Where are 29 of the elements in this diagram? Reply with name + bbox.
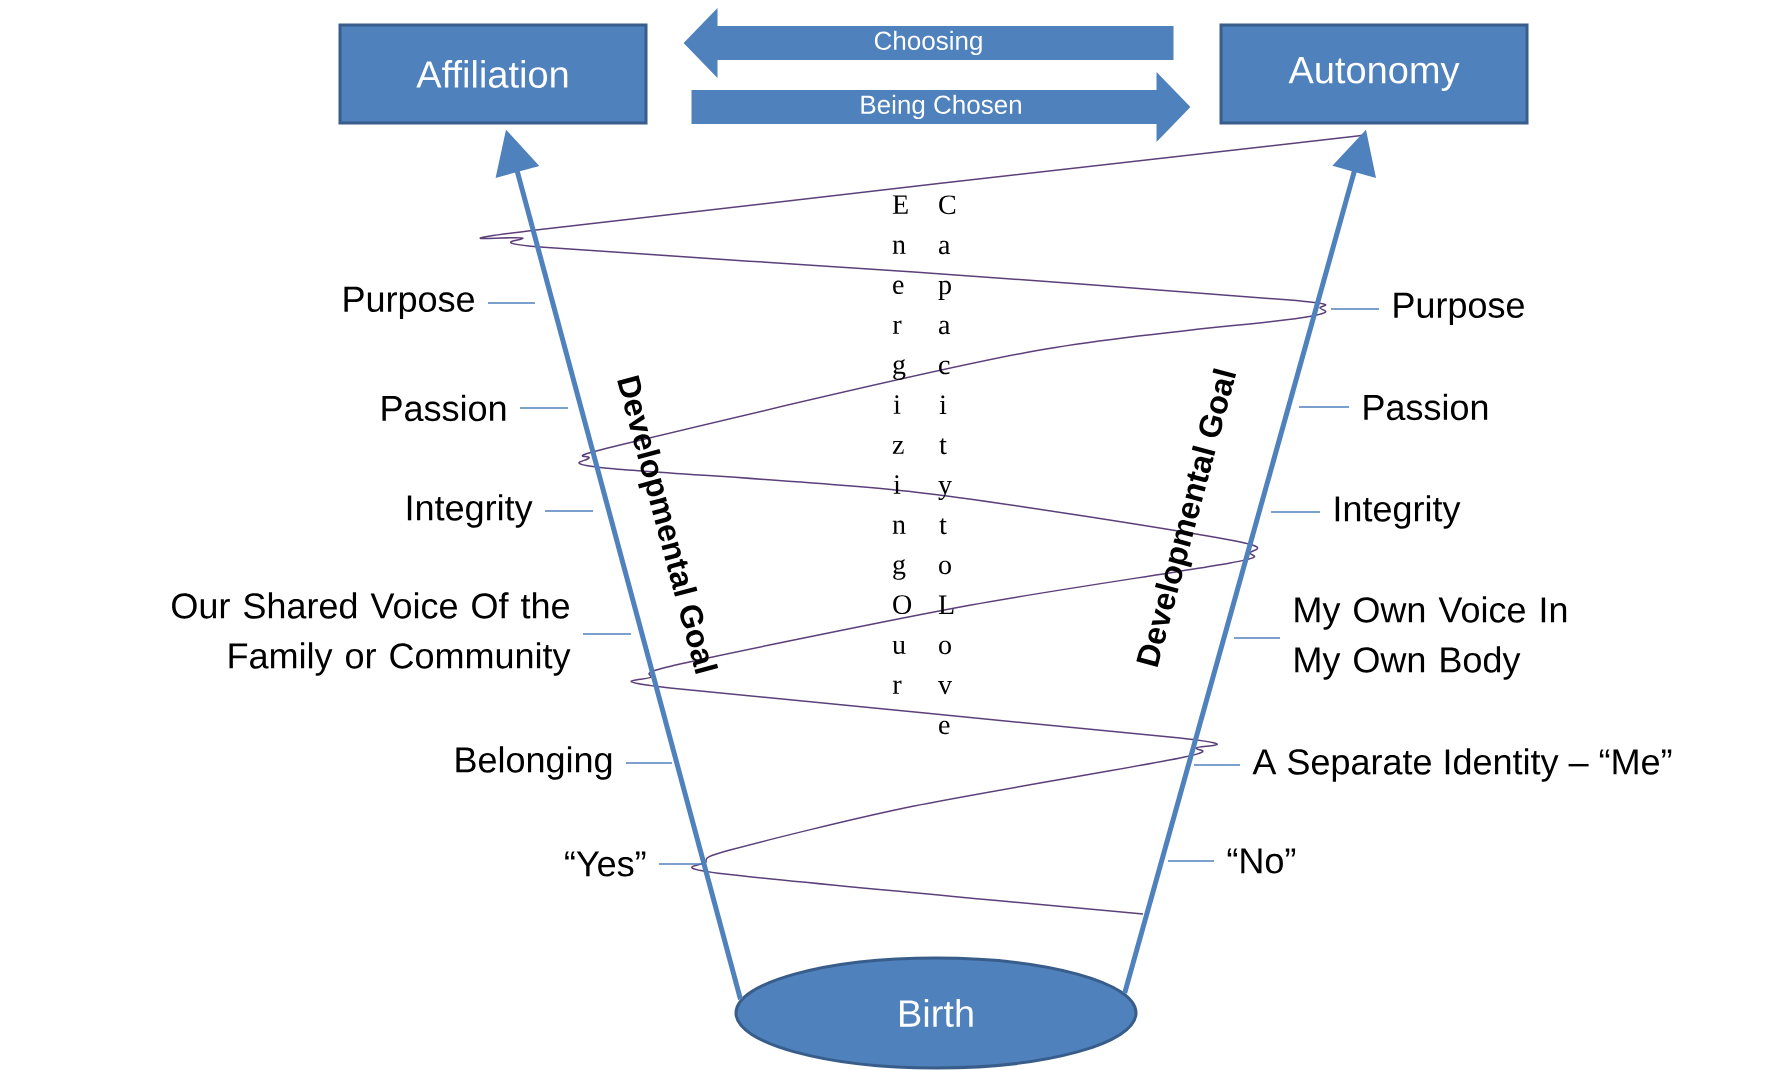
stage-label: My Own Voice In My Own Body [1295, 596, 1567, 680]
stage-label: Passion [1364, 393, 1488, 421]
stage-label: Passion [382, 394, 506, 422]
stage-label: A Separate Identity – “Me” [1252, 748, 1672, 782]
leader-line [1330, 308, 1380, 310]
label-box: Autonomy [1219, 23, 1529, 125]
stage-label: Belonging [456, 746, 612, 780]
leader-line [1233, 637, 1281, 639]
stage-label: Purpose [344, 286, 474, 320]
edge-label: Choosing [874, 30, 982, 56]
leader-line [582, 633, 632, 635]
leader-line [519, 407, 569, 409]
stage-label: Purpose [1394, 292, 1524, 326]
leader-line [1270, 511, 1321, 513]
edge-label: Being Chosen [861, 94, 1021, 120]
stage-label: Our Shared Voice Of the Family or Community [172, 592, 571, 676]
vertical-text: Energizing Our [892, 195, 912, 694]
leader-line [1298, 406, 1350, 408]
leader-line [544, 510, 594, 512]
leader-line [1193, 764, 1241, 766]
leader-line [1167, 860, 1215, 862]
leader-line [487, 302, 536, 304]
stage-label: Integrity [1335, 495, 1461, 529]
stage-label: Integrity [407, 494, 533, 528]
leader-line [658, 863, 704, 865]
stage-label: “No” [1227, 848, 1296, 874]
label-box: Affiliation [338, 23, 648, 125]
leader-line [625, 762, 673, 764]
stage-label: “Yes” [565, 851, 646, 877]
